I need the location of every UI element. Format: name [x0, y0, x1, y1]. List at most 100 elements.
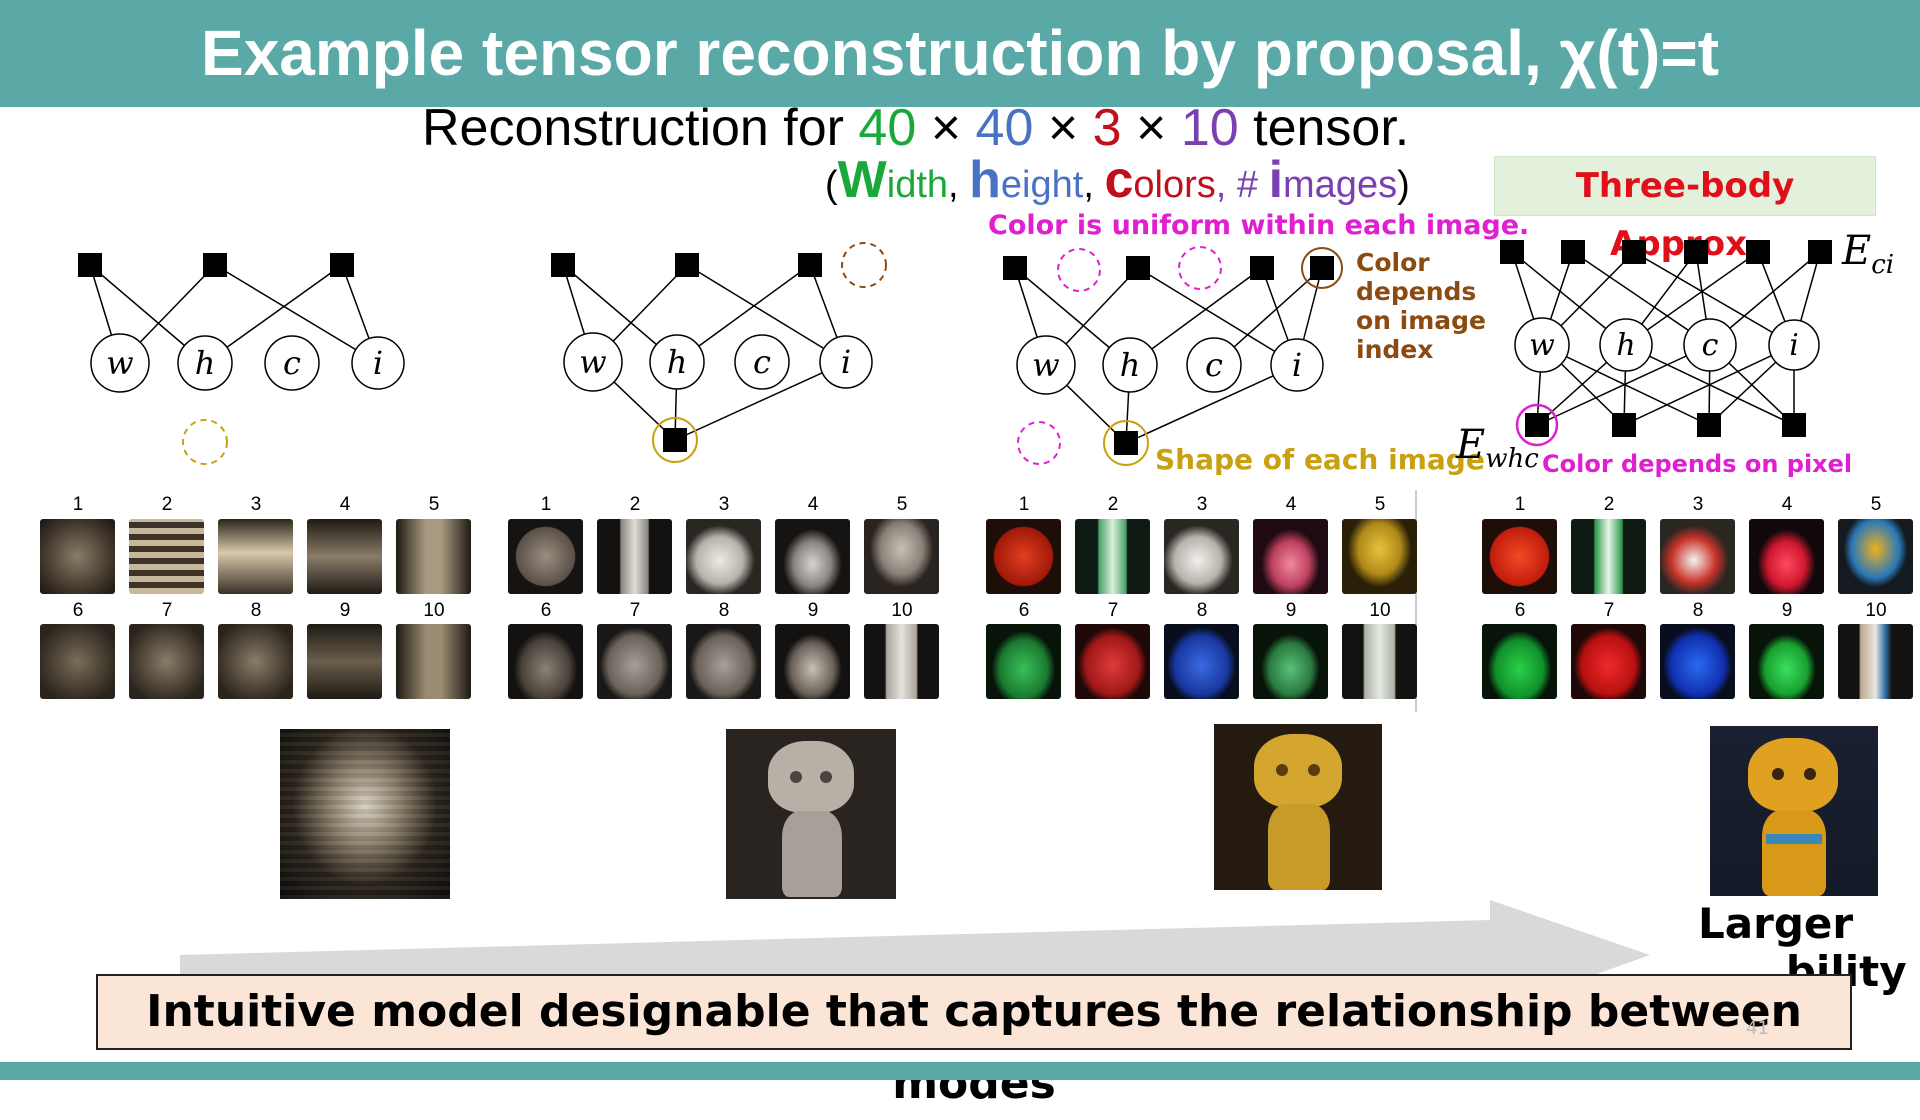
- cat-figure-icon: [768, 741, 854, 813]
- factor-square-icon: [1561, 240, 1585, 264]
- factor-square-icon: [663, 428, 687, 452]
- variable-circle-icon: [1016, 335, 1076, 395]
- factor-square-icon: [1612, 413, 1636, 437]
- image-thumbnail: [1164, 519, 1239, 594]
- image-number-label: 1: [72, 494, 84, 515]
- image-number-label: 2: [161, 494, 173, 515]
- gold-ring-icon: [652, 417, 698, 463]
- subtitle: Reconstruction for 40 × 40 × 3 × 10 tens…: [422, 98, 1409, 158]
- dashed-circle-icon: [841, 242, 887, 288]
- image-thumbnail: [1342, 519, 1417, 594]
- image-thumbnail: [1482, 624, 1557, 699]
- cat-eye-icon: [1276, 764, 1288, 776]
- factor-square-icon: [1500, 240, 1524, 264]
- diagram-1-factors: [78, 253, 354, 277]
- image-number-label: 3: [1692, 494, 1704, 515]
- image-thumbnail: [1571, 624, 1646, 699]
- bottom-bar: [0, 1062, 1920, 1080]
- node-label-h: h: [195, 344, 216, 382]
- variable-circle-icon: [734, 334, 790, 390]
- image-thumbnail: [1253, 519, 1328, 594]
- gold-ring-icon: [1103, 420, 1149, 466]
- image-thumbnail: [1253, 624, 1328, 699]
- image-number-label: 3: [718, 494, 730, 515]
- larger-line-1: Larger: [1698, 899, 1854, 948]
- legend-w-rest: idth: [886, 164, 949, 206]
- image-number-label: 1: [1018, 494, 1030, 515]
- image-number-label: 10: [1865, 600, 1887, 621]
- cat-body-icon: [1762, 810, 1826, 896]
- node-label-i: i: [373, 344, 383, 382]
- cat-eye-icon: [1308, 764, 1320, 776]
- image-number-label: 7: [161, 600, 173, 621]
- color-depends-line-3: on image: [1356, 306, 1487, 335]
- image-thumbnail: [864, 624, 939, 699]
- image-thumbnail: [508, 519, 583, 594]
- cat-eye-icon: [790, 771, 802, 783]
- image-number-label: 5: [428, 494, 440, 515]
- legend-i-letter: i: [1268, 151, 1284, 209]
- image-number-label: 8: [718, 600, 730, 621]
- variable-circle-icon: [1102, 337, 1158, 393]
- image-thumbnail: [129, 519, 204, 594]
- image-thumbnail: [597, 519, 672, 594]
- factor-square-icon: [551, 253, 575, 277]
- variable-circle-icon: [351, 336, 405, 390]
- variable-circle-icon: [563, 332, 623, 392]
- image-number-label: 1: [1514, 494, 1526, 515]
- e-ci-label: Eci: [1842, 228, 1894, 280]
- image-number-label: 7: [1107, 600, 1119, 621]
- page-number: 41: [1746, 1018, 1769, 1039]
- variable-circle-icon: [1270, 338, 1324, 392]
- legend-i-rest: mages: [1283, 164, 1398, 206]
- e-ci-sub: ci: [1871, 250, 1895, 280]
- node-label-w: w: [1529, 328, 1555, 363]
- factor-square-icon: [1525, 413, 1549, 437]
- node-label-c: c: [283, 344, 301, 382]
- image-thumbnail: [1342, 624, 1417, 699]
- dashed-circle-icon: [1057, 248, 1101, 292]
- image-thumbnail: [218, 519, 293, 594]
- subtitle-x2: ×: [1033, 99, 1093, 157]
- image-number-label: 7: [629, 600, 641, 621]
- image-number-label: 10: [891, 600, 913, 621]
- image-number-label: 5: [1870, 494, 1882, 515]
- image-number-label: 9: [339, 600, 351, 621]
- image-number-label: 4: [1781, 494, 1793, 515]
- image-number-label: 10: [423, 600, 445, 621]
- three-body-badge: Three-body Approx.: [1494, 156, 1876, 264]
- image-number-label: 7: [1603, 600, 1615, 621]
- cat-eye-icon: [820, 771, 832, 783]
- image-number-label: 9: [807, 600, 819, 621]
- image-number-label: 5: [1374, 494, 1386, 515]
- legend-open: (: [825, 164, 838, 206]
- image-number-label: 2: [1603, 494, 1615, 515]
- image-number-label: 6: [72, 600, 84, 621]
- cat-figure-icon: [1254, 734, 1342, 808]
- mode-legend: (Width, height, colors, # images): [825, 150, 1410, 210]
- conclusion-box: Intuitive model designable that captures…: [96, 974, 1852, 1109]
- legend-h-rest: eight: [1000, 164, 1084, 206]
- legend-h-letter: h: [969, 151, 1001, 209]
- dashed-circle-icon: [1017, 421, 1061, 465]
- image-number-label: 3: [250, 494, 262, 515]
- node-label-h: h: [667, 343, 688, 381]
- node-label-w: w: [106, 344, 133, 382]
- subtitle-i: 10: [1180, 99, 1239, 157]
- image-thumbnail: [1660, 624, 1735, 699]
- image-number-label: 9: [1781, 600, 1793, 621]
- image-number-label: 6: [540, 600, 552, 621]
- big-texture-1: [280, 729, 450, 899]
- variable-circle-icon: [1599, 318, 1653, 372]
- e-whc-sub: whc: [1485, 444, 1539, 474]
- image-number-label: 9: [1285, 600, 1297, 621]
- legend-c-rest: olors: [1133, 164, 1216, 206]
- image-number-label: 6: [1514, 600, 1526, 621]
- cat-collar-icon: [1766, 834, 1822, 844]
- node-label-c: c: [753, 343, 771, 381]
- image-thumbnail: [396, 519, 471, 594]
- image-thumbnail: [1164, 624, 1239, 699]
- factor-square-icon: [675, 253, 699, 277]
- big-reconstruction-3: [1214, 724, 1382, 890]
- factor-square-icon: [1003, 256, 1027, 280]
